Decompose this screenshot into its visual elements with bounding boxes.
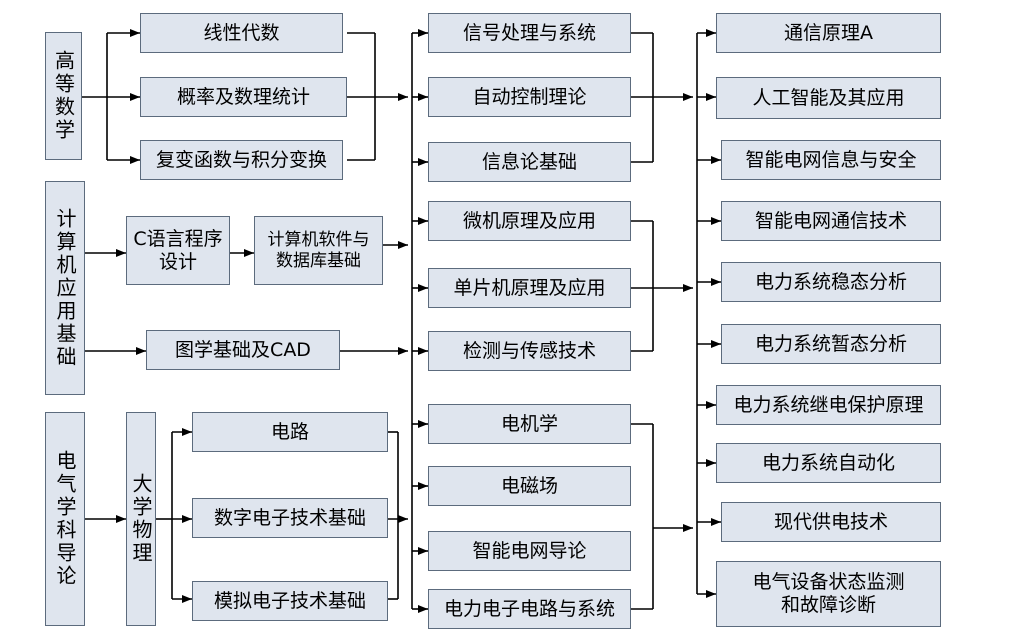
course-label: 图学基础及CAD	[175, 338, 311, 361]
course-smart-grid-intro: 智能电网导论	[428, 531, 631, 571]
course-microcomputer: 微机原理及应用	[428, 201, 631, 241]
course-electrical-intro: 电气学科导论	[45, 412, 85, 626]
course-sensor-tech: 检测与传感技术	[428, 331, 631, 371]
course-label: 自动控制理论	[472, 85, 587, 108]
course-label: 电气学科导论	[53, 450, 77, 588]
course-label: 概率及数理统计	[176, 85, 310, 108]
course-college-physics: 大学物理	[126, 412, 156, 626]
course-label: 计算机应用基础	[53, 207, 77, 369]
course-label: 微机原理及应用	[462, 209, 596, 232]
course-circuits: 电路	[192, 412, 388, 452]
course-label: 数字电子技术基础	[213, 506, 366, 529]
course-label: 大学物理	[129, 473, 153, 565]
course-digital-electronics: 数字电子技术基础	[192, 498, 388, 538]
course-electric-machinery: 电机学	[428, 404, 631, 444]
course-label: 信号处理与系统	[462, 21, 596, 44]
course-label: 线性代数	[203, 21, 280, 44]
course-transient-analysis: 电力系统暂态分析	[721, 324, 941, 364]
course-label: 电力系统稳态分析	[754, 270, 907, 293]
course-grid-info-security: 智能电网信息与安全	[721, 140, 941, 180]
course-complex-functions: 复变函数与积分变换	[140, 140, 343, 180]
course-label: 智能电网信息与安全	[745, 148, 917, 171]
course-label: 电力电子电路与系统	[443, 597, 615, 620]
course-label: 电力系统自动化	[761, 451, 895, 474]
course-mcu: 单片机原理及应用	[428, 268, 631, 308]
course-graphics-cad: 图学基础及CAD	[146, 330, 340, 370]
course-grid-communication: 智能电网通信技术	[721, 201, 941, 241]
course-relay-protection: 电力系统继电保护原理	[716, 385, 941, 425]
course-communication-principles: 通信原理A	[716, 13, 941, 53]
course-information-theory: 信息论基础	[428, 142, 631, 182]
course-label: 单片机原理及应用	[453, 276, 606, 299]
course-modern-power-supply: 现代供电技术	[721, 502, 941, 542]
course-equipment-monitoring: 电气设备状态监测 和故障诊断	[716, 561, 941, 627]
course-label: 检测与传感技术	[462, 339, 596, 362]
course-label: 信息论基础	[481, 150, 577, 173]
course-advanced-math: 高等数学	[45, 32, 82, 160]
course-electromagnetic-field: 电磁场	[428, 466, 631, 506]
course-signal-processing: 信号处理与系统	[428, 13, 631, 53]
course-label: 人工智能及其应用	[752, 86, 905, 109]
course-power-electronics: 电力电子电路与系统	[428, 589, 631, 629]
course-c-language: C语言程序 设计	[126, 216, 230, 285]
course-software-database: 计算机软件与 数据库基础	[254, 216, 383, 285]
course-steady-state-analysis: 电力系统稳态分析	[721, 262, 941, 302]
course-label: 智能电网通信技术	[754, 209, 907, 232]
course-label: 电力系统暂态分析	[754, 332, 907, 355]
course-label: 通信原理A	[784, 21, 873, 44]
course-label: 电路	[270, 420, 309, 443]
course-probability: 概率及数理统计	[140, 77, 347, 117]
course-label: 智能电网导论	[472, 539, 587, 562]
course-label: 电磁场	[500, 474, 558, 497]
course-label: 电气设备状态监测 和故障诊断	[752, 571, 905, 616]
course-label: 电力系统继电保护原理	[733, 393, 924, 416]
course-label: 模拟电子技术基础	[213, 589, 366, 612]
course-label: 现代供电技术	[773, 510, 888, 533]
course-label: 复变函数与积分变换	[155, 148, 327, 171]
course-label: 电机学	[500, 412, 558, 435]
course-label: 计算机软件与 数据库基础	[267, 230, 370, 271]
course-power-automation: 电力系统自动化	[716, 443, 941, 483]
course-automatic-control: 自动控制理论	[428, 77, 631, 117]
course-artificial-intelligence: 人工智能及其应用	[716, 77, 941, 119]
course-linear-algebra: 线性代数	[140, 13, 343, 53]
course-label: 高等数学	[51, 50, 76, 142]
course-computer-basics: 计算机应用基础	[45, 181, 85, 395]
course-label: C语言程序 设计	[133, 227, 223, 273]
course-analog-electronics: 模拟电子技术基础	[192, 581, 388, 621]
